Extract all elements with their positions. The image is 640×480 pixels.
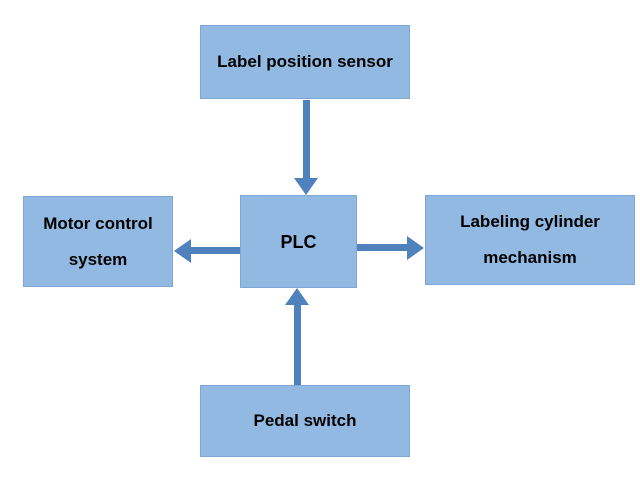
node-plc-label: PLC: [280, 231, 317, 252]
node-pedal-switch-label: Pedal switch: [253, 411, 357, 430]
node-label-position-sensor: Label position sensor: [200, 25, 410, 99]
arrow-plc-to-motor-left-arrowhead-icon: [174, 239, 191, 263]
node-motor-control-system-label: Motor control system: [43, 213, 153, 269]
node-labeling-cylinder-mechanism-label: Labeling cylinder mechanism: [460, 212, 600, 267]
arrow-plc-to-cylinder-shaft: [357, 244, 407, 251]
arrow-pedal-to-plc-up-arrowhead-icon: [285, 288, 309, 305]
arrow-sensor-to-plc-down-arrowhead-icon: [294, 178, 318, 195]
node-pedal-switch: Pedal switch: [200, 385, 410, 457]
node-plc: PLC: [240, 195, 357, 288]
arrow-plc-to-cylinder-right-arrowhead-icon: [407, 236, 424, 260]
node-labeling-cylinder-mechanism: Labeling cylinder mechanism: [425, 195, 635, 285]
arrow-plc-to-motor-shaft: [191, 247, 240, 254]
node-label-position-sensor-label: Label position sensor: [217, 52, 393, 71]
node-motor-control-system: Motor control system: [23, 196, 173, 287]
arrow-pedal-to-plc-shaft: [294, 305, 301, 385]
arrow-sensor-to-plc-shaft: [303, 100, 310, 178]
